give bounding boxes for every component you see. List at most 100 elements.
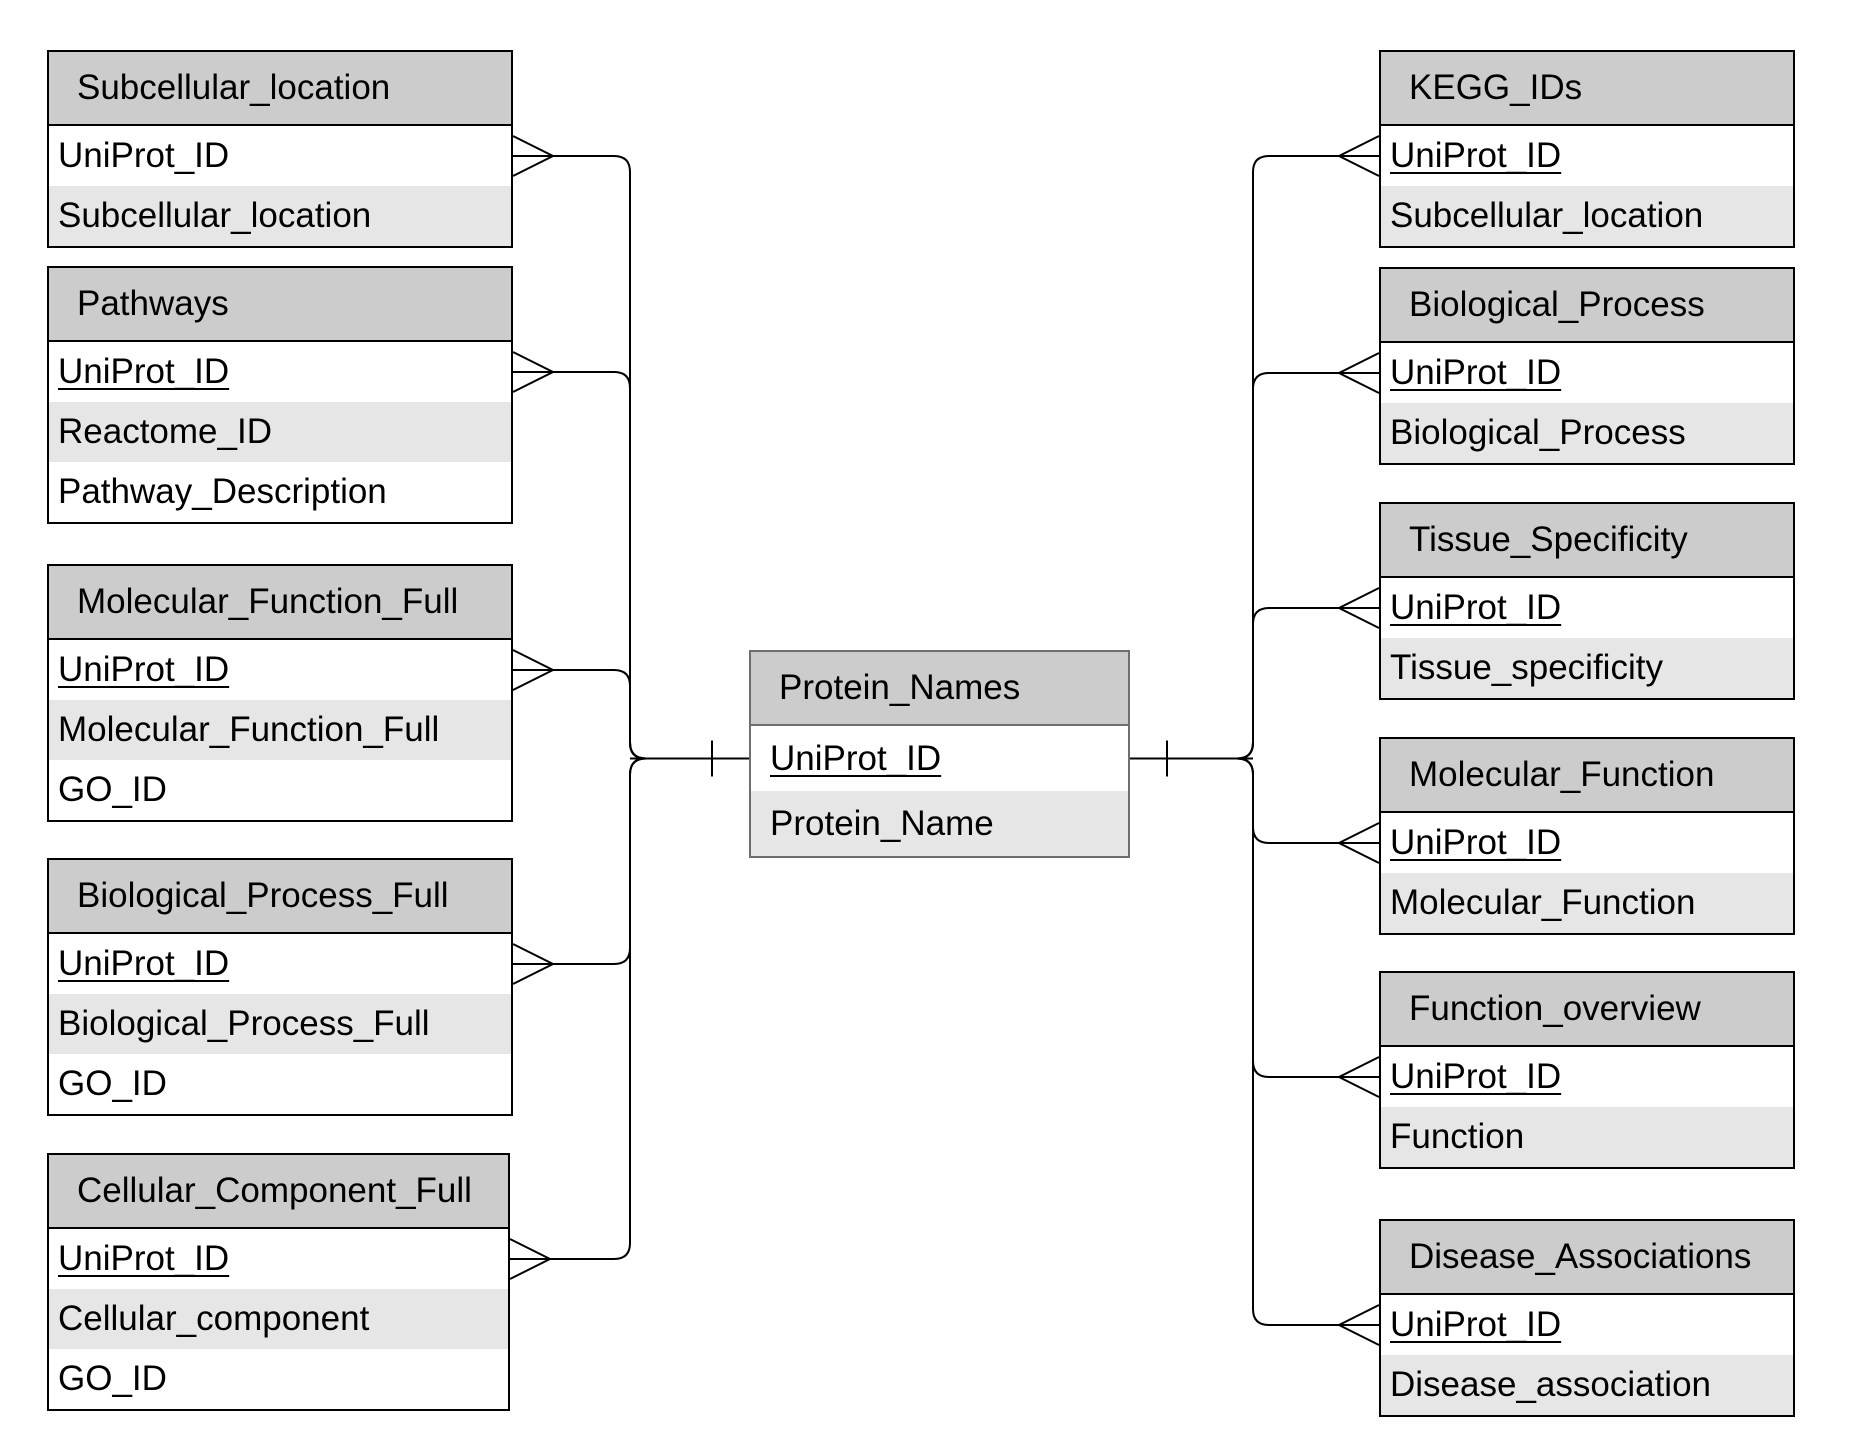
field-biological-process: Biological_Process xyxy=(1381,403,1793,463)
field-label: Subcellular_location xyxy=(58,196,372,235)
entity-title: Function_overview xyxy=(1381,973,1793,1047)
field-label: Tissue_specificity xyxy=(1390,648,1663,687)
many-marker-function-overview xyxy=(1336,1056,1380,1098)
field-label: UniProt_ID xyxy=(58,136,230,175)
entity-title: Disease_Associations xyxy=(1381,1221,1793,1295)
field-uniprot-id-key: UniProt_ID xyxy=(49,1229,508,1289)
field-label: Biological_Process_Full xyxy=(58,1004,430,1043)
field-label: Subcellular_location xyxy=(1390,196,1704,235)
field-uniprot-id-key: UniProt_ID xyxy=(1381,1047,1793,1107)
many-marker-subcellular-location-left xyxy=(512,135,556,177)
connector-molecular-function xyxy=(1236,757,1379,844)
many-marker-kegg-ids xyxy=(1336,135,1380,177)
field-molecular-function-full: Molecular_Function_Full xyxy=(49,700,511,760)
entity-title: Pathways xyxy=(49,268,511,342)
field-label: UniProt_ID xyxy=(770,738,942,778)
entity-title: Molecular_Function_Full xyxy=(49,566,511,640)
field-label: Disease_association xyxy=(1390,1365,1712,1404)
field-molecular-function: Molecular_Function xyxy=(1381,873,1793,933)
many-marker-pathways xyxy=(512,351,556,393)
field-uniprot-id-key: UniProt_ID xyxy=(49,342,511,402)
field-label: Cellular_component xyxy=(58,1299,370,1338)
field-label: UniProt_ID xyxy=(58,944,230,983)
connector-function-overview xyxy=(1236,757,1379,1078)
field-uniprot-id-key: UniProt_ID xyxy=(1381,1295,1793,1355)
entity-title: Biological_Process xyxy=(1381,269,1793,343)
many-marker-cellular-component-full xyxy=(509,1238,553,1280)
field-uniprot-id-key: UniProt_ID xyxy=(1381,813,1793,873)
field-label: Protein_Name xyxy=(770,803,994,843)
field-reactome-id: Reactome_ID xyxy=(49,402,511,462)
field-uniprot-id: UniProt_ID xyxy=(49,126,511,186)
field-biological-process-full: Biological_Process_Full xyxy=(49,994,511,1054)
field-protein-name: Protein_Name xyxy=(751,791,1128,856)
field-uniprot-id-key: UniProt_ID xyxy=(751,726,1128,791)
many-marker-molecular-function xyxy=(1336,822,1380,864)
field-go-id: GO_ID xyxy=(49,1054,511,1114)
many-marker-biological-process-full xyxy=(512,943,556,985)
entity-title: Molecular_Function xyxy=(1381,739,1793,813)
field-label: UniProt_ID xyxy=(58,1239,230,1278)
field-label: Molecular_Function_Full xyxy=(58,710,440,749)
field-label: UniProt_ID xyxy=(1390,1305,1562,1344)
entity-title: KEGG_IDs xyxy=(1381,52,1793,126)
field-label: UniProt_ID xyxy=(1390,588,1562,627)
field-label: UniProt_ID xyxy=(1390,823,1562,862)
connector-biological-process-full xyxy=(513,757,647,965)
field-uniprot-id-key: UniProt_ID xyxy=(1381,578,1793,638)
many-marker-biological-process xyxy=(1336,352,1380,394)
field-subcellular-location: Subcellular_location xyxy=(49,186,511,246)
field-label: Function xyxy=(1390,1117,1525,1156)
field-tissue-specificity: Tissue_specificity xyxy=(1381,638,1793,698)
field-label: UniProt_ID xyxy=(1390,353,1562,392)
connector-cellular-component-full xyxy=(510,757,647,1260)
field-label: GO_ID xyxy=(58,770,167,809)
field-disease-association: Disease_association xyxy=(1381,1355,1793,1415)
connector-tissue-specificity xyxy=(1236,607,1379,760)
entity-title: Cellular_Component_Full xyxy=(49,1155,508,1229)
many-marker-disease-associations xyxy=(1336,1304,1380,1346)
field-label: Molecular_Function xyxy=(1390,883,1696,922)
field-label: Pathway_Description xyxy=(58,472,387,511)
field-cellular-component: Cellular_component xyxy=(49,1289,508,1349)
connector-kegg-ids xyxy=(1236,155,1379,760)
field-uniprot-id-key: UniProt_ID xyxy=(1381,126,1793,186)
many-marker-tissue-specificity xyxy=(1336,587,1380,629)
field-label: UniProt_ID xyxy=(58,650,230,689)
connector-disease-associations xyxy=(1236,757,1379,1326)
field-go-id: GO_ID xyxy=(49,1349,508,1409)
field-uniprot-id-key: UniProt_ID xyxy=(1381,343,1793,403)
field-pathway-description: Pathway_Description xyxy=(49,462,511,522)
entity-title: Protein_Names xyxy=(751,652,1128,726)
field-go-id: GO_ID xyxy=(49,760,511,820)
field-label: Biological_Process xyxy=(1390,413,1686,452)
field-function: Function xyxy=(1381,1107,1793,1167)
entity-title: Subcellular_location xyxy=(49,52,511,126)
field-label: Reactome_ID xyxy=(58,412,272,451)
connector-subcellular-location-left xyxy=(513,155,647,760)
connector-molecular-function-full xyxy=(513,669,647,760)
entity-title: Biological_Process_Full xyxy=(49,860,511,934)
connector-biological-process xyxy=(1236,372,1379,760)
field-uniprot-id-key: UniProt_ID xyxy=(49,640,511,700)
field-label: UniProt_ID xyxy=(1390,1057,1562,1096)
entity-title: Tissue_Specificity xyxy=(1381,504,1793,578)
connector-pathways xyxy=(513,371,647,760)
field-label: UniProt_ID xyxy=(1390,136,1562,175)
field-subcellular-location: Subcellular_location xyxy=(1381,186,1793,246)
many-marker-molecular-function-full xyxy=(512,649,556,691)
field-label: UniProt_ID xyxy=(58,352,230,391)
